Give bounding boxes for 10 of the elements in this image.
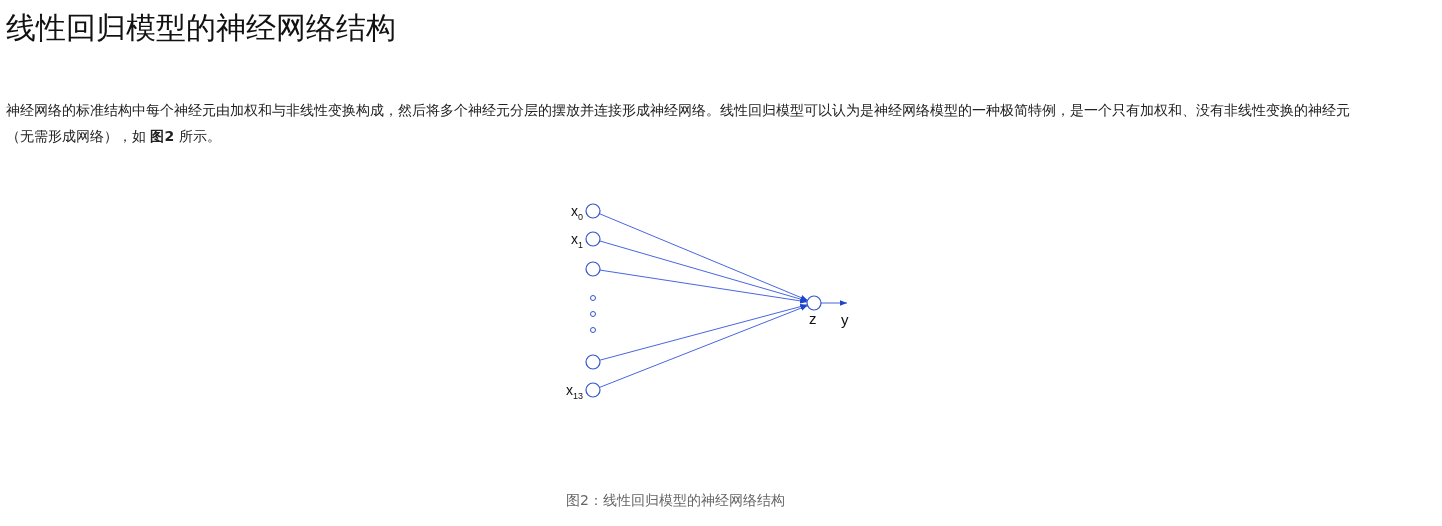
neuron-label: x$_{1}$ [571, 231, 583, 252]
page-title: 线性回归模型的神经网络结构 [6, 10, 396, 46]
neuron-circle [585, 261, 601, 277]
neuron-label: x$_{13}$ [566, 382, 583, 403]
figure-caption: 图2：线性回归模型的神经网络结构 [566, 491, 785, 510]
neuron-circle [585, 354, 601, 370]
output-label: y [841, 312, 849, 328]
paragraph: 神经网络的标准结构中每个神经元由加权和与非线性变换构成，然后将多个神经元分层的摆放并连接形成神经网络。线性回归模型可以认为是神经网络模型的一种极简特例，是一个只有加权和、没有非线性变换的神经元（无需形成网络），如 图2 所示。 [6, 101, 1351, 146]
neuron-label: z [809, 311, 817, 327]
neuron-label: x$_{0}$ [571, 203, 583, 224]
